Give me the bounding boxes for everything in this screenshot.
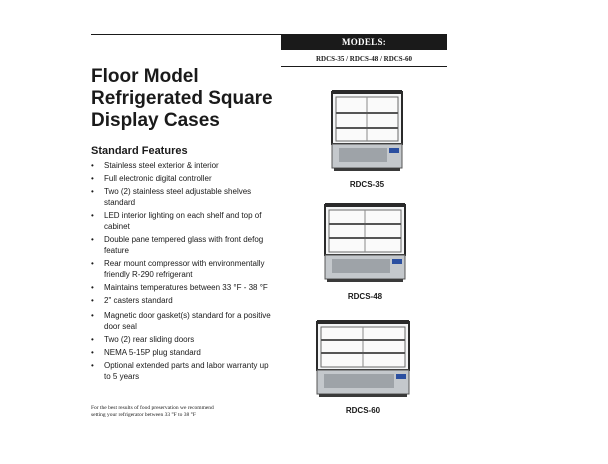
features-list: Stainless steel exterior & interior Full… (91, 160, 276, 382)
models-bar: MODELS: (281, 34, 447, 50)
footnote-line: For the best results of food preservatio… (91, 405, 214, 411)
product-label: RDCS-48 (347, 292, 383, 301)
product-image-rdcs-35 (331, 90, 403, 172)
product-image-rdcs-48 (324, 203, 406, 283)
title-line: Refrigerated Square (91, 88, 273, 109)
features-heading: Standard Features (91, 145, 188, 157)
feature-item: NEMA 5-15P plug standard (91, 347, 276, 358)
footnote: For the best results of food preservatio… (91, 405, 281, 419)
feature-item: Optional extended parts and labor warran… (91, 360, 276, 382)
feature-item: Two (2) rear sliding doors (91, 334, 276, 345)
feature-item: 2" casters standard (91, 295, 276, 306)
title-line: Display Cases (91, 110, 220, 131)
models-list: RDCS-35 / RDCS-48 / RDCS-60 (315, 55, 413, 63)
feature-item: Double pane tempered glass with front de… (91, 234, 276, 256)
feature-item: LED interior lighting on each shelf and … (91, 210, 276, 232)
top-rule (91, 34, 281, 35)
feature-item: Full electronic digital controller (91, 173, 276, 184)
feature-item: Stainless steel exterior & interior (91, 160, 276, 171)
feature-item: Magnetic door gasket(s) standard for a p… (91, 310, 276, 332)
product-label: RDCS-35 (349, 180, 385, 189)
page-title: Floor Model Refrigerated Square Display … (91, 66, 291, 132)
models-rule (281, 66, 447, 67)
product-image-rdcs-60 (316, 320, 410, 398)
feature-item: Rear mount compressor with environmental… (91, 258, 276, 280)
title-line: Floor Model (91, 66, 199, 87)
footnote-line: setting your refrigerator between 33 °F … (91, 412, 196, 418)
product-label: RDCS-60 (345, 406, 381, 415)
feature-item: Maintains temperatures between 33 °F - 3… (91, 282, 276, 293)
feature-item: Two (2) stainless steel adjustable shelv… (91, 186, 276, 208)
